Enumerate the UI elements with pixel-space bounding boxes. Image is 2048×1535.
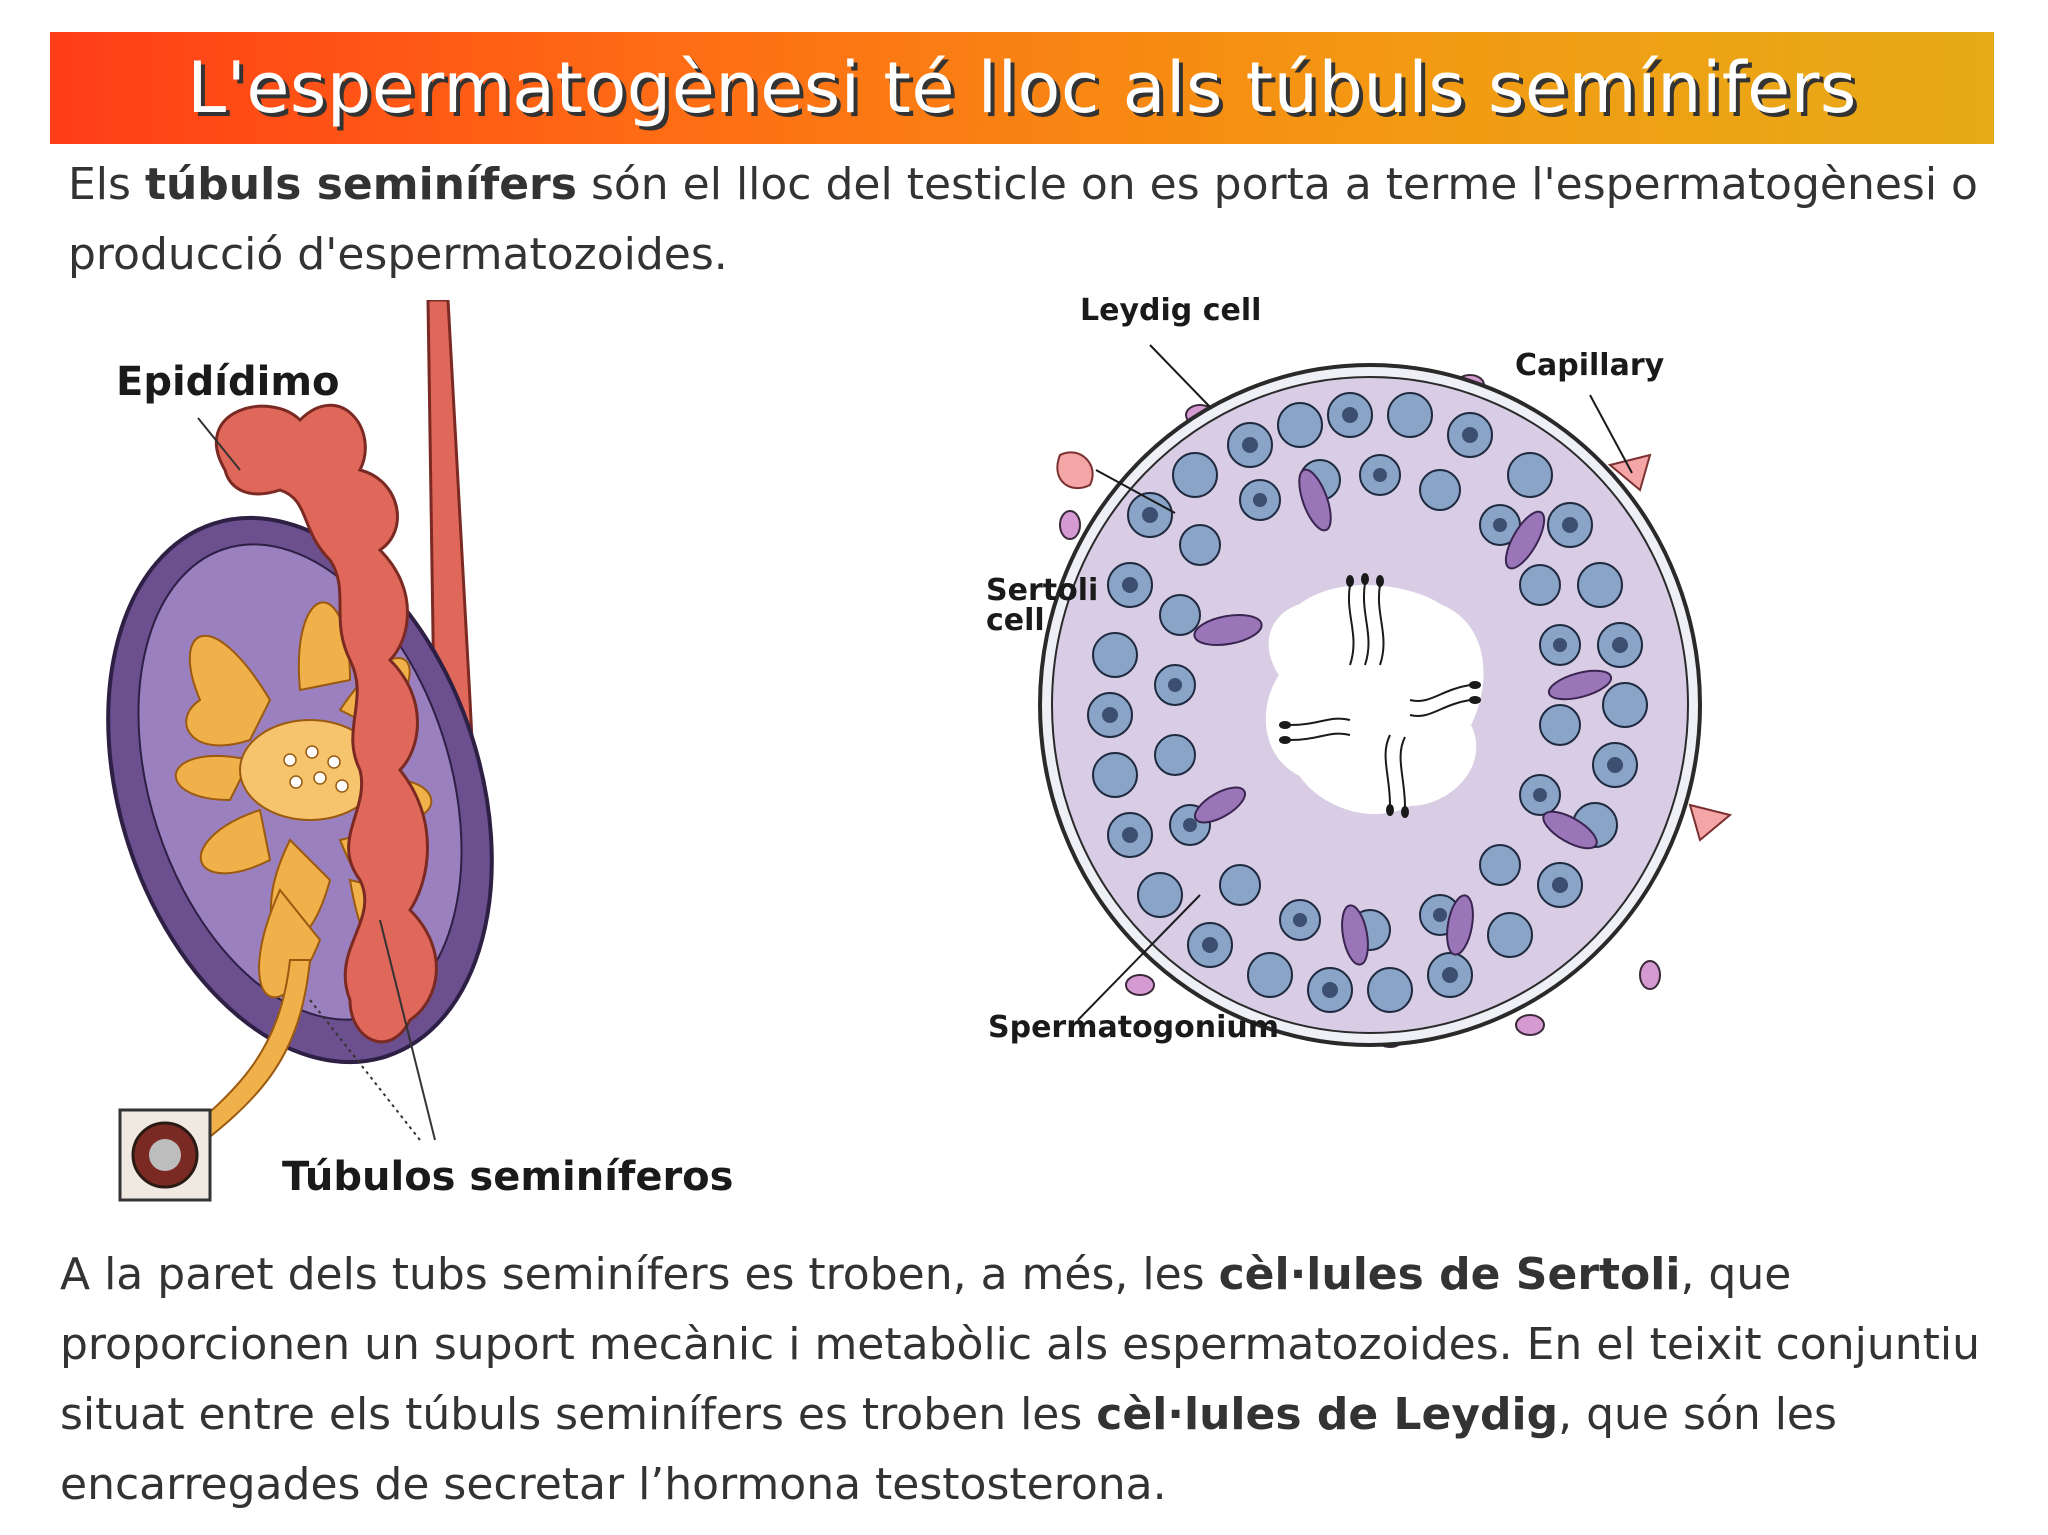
intro-bold-tubules: túbuls seminífers [144,159,577,210]
rete-channels [283,745,349,793]
capillaries [1056,451,1733,842]
bottom-text-1: A la paret dels tubs seminífers es trobe… [60,1249,1219,1300]
spermatogonium-label: Spermatogonium [988,1010,1279,1045]
bottom-paragraph: A la paret dels tubs seminífers es trobe… [60,1240,2020,1520]
intro-text-2: són el lloc del testicle on es porta a t… [68,159,1978,280]
bottom-bold-sertoli: cèl·lules de Sertoli [1218,1249,1681,1300]
epididymis-label: Epidídimo [116,359,340,405]
tubules-label: Túbulos seminíferos [282,1154,733,1200]
tubule-lumen [1265,585,1484,814]
epididymis [215,403,438,1044]
page-title: L'espermatogènesi té lloc als túbuls sem… [187,47,1857,129]
sertoli-label-line2: cell [986,603,1045,638]
capillary-pointer [1589,394,1633,474]
sertoli-label-line1: Sertoli [986,573,1098,608]
sertoli-cells [1193,468,1613,966]
intro-text-1: Els [68,159,145,210]
leydig-pointer [1149,344,1211,408]
tubules-pointer-1 [309,999,421,1141]
tubules-pointer-2 [379,919,436,1141]
tubule-cross-section-diagram: Leydig cell Capillary Sertoli cell Sperm… [970,285,1820,1075]
tubule-lumen [149,1139,181,1171]
epididymis-pointer [197,417,241,471]
bottom-text-3: , que són les encarregades de secretar l… [60,1389,1837,1510]
bottom-bold-leydig: cèl·lules de Leydig [1096,1389,1559,1440]
intro-paragraph: Els túbuls seminífers són el lloc del te… [68,150,2028,290]
leydig-cell-label: Leydig cell [1080,293,1261,328]
bottom-text-2: , que proporcionen un suport mecànic i m… [60,1249,1980,1440]
title-banner: L'espermatogènesi té lloc als túbuls sem… [50,32,1994,144]
sperm-heads [1279,573,1481,818]
spermatogonium-pointer [1077,894,1201,1021]
sertoli-pointer [1095,469,1176,514]
capillary-label: Capillary [1515,348,1665,383]
sperm-tails [1289,582,1471,808]
testis-diagram: Epidídimo Túbulos seminíferos [50,298,750,1215]
cell-nuclei [1102,407,1628,998]
